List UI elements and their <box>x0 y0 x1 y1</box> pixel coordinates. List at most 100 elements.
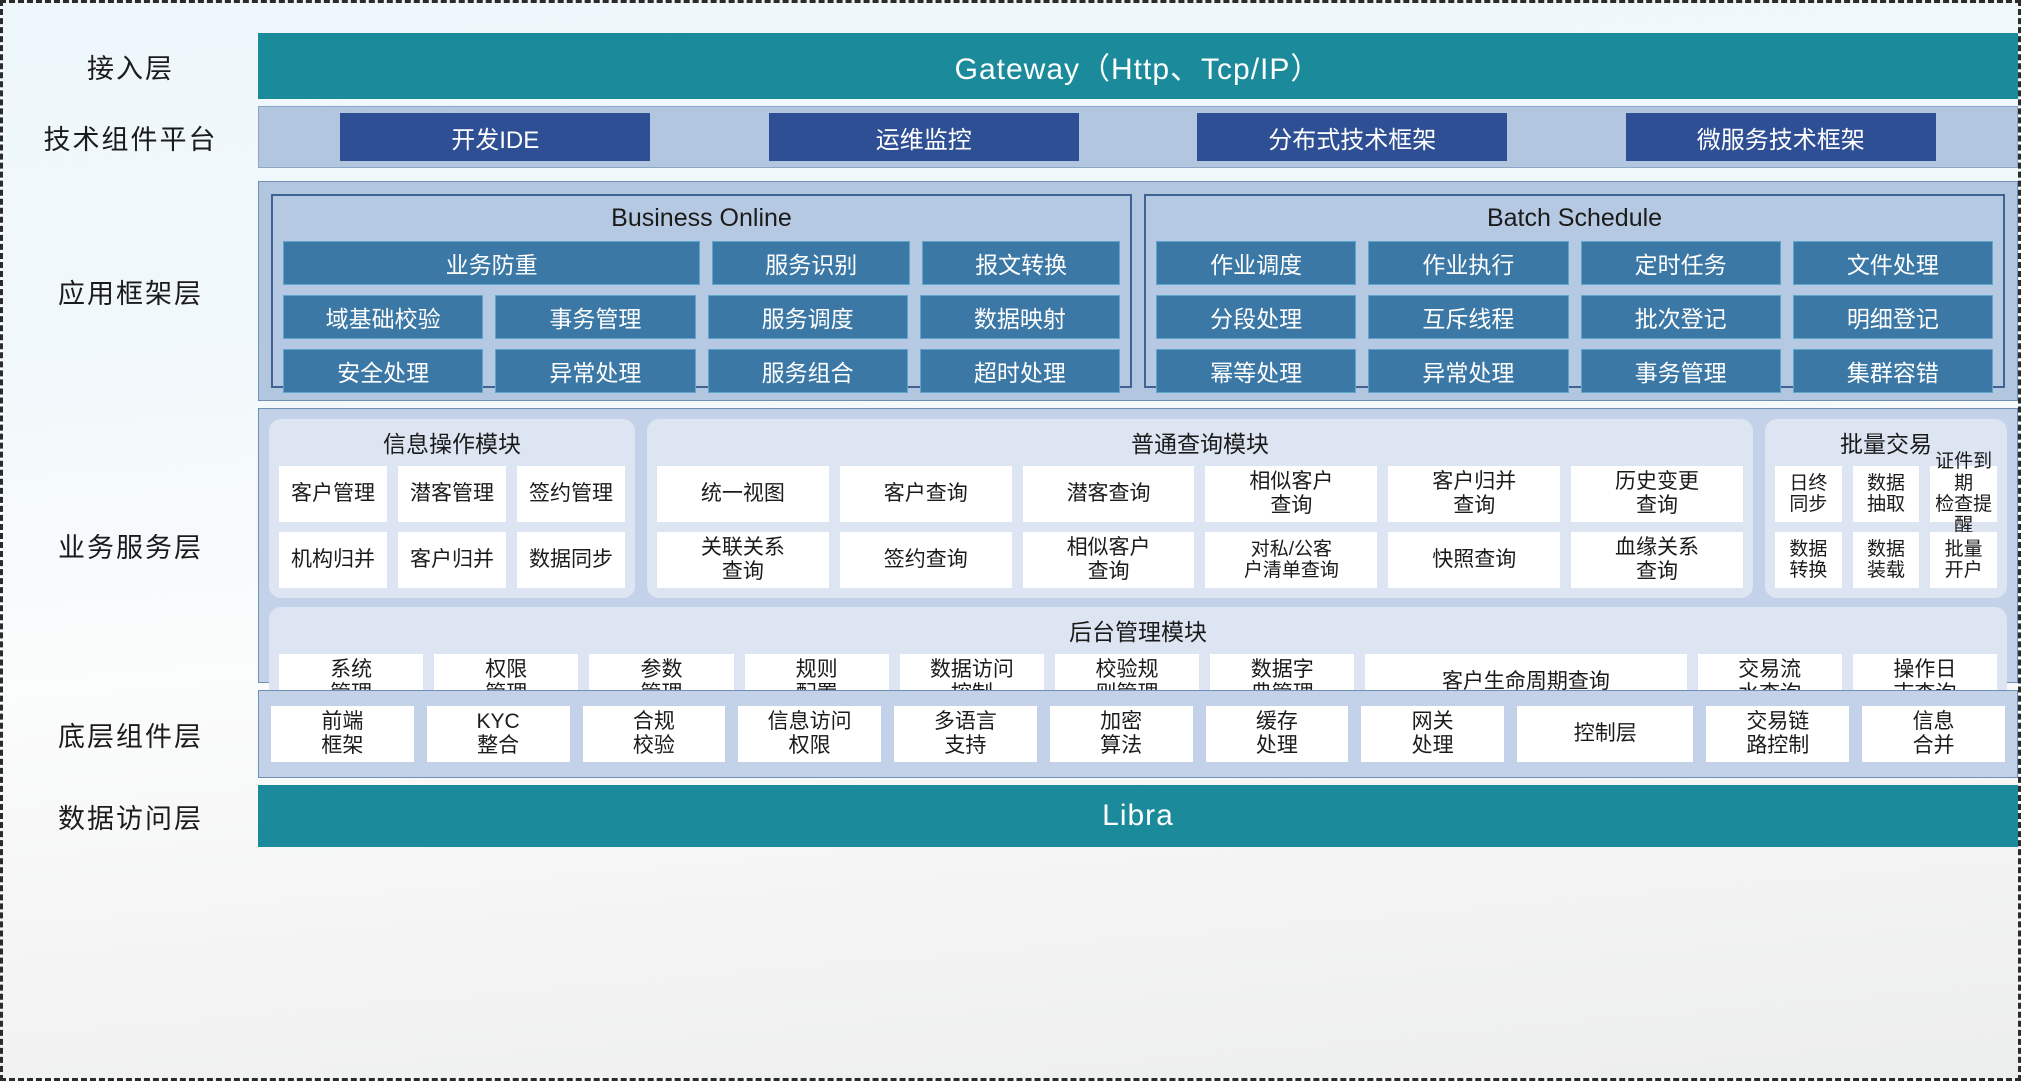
svc-box-cert-expiry-reminder[interactable]: 证件到期检查提醒 <box>1930 451 1998 536</box>
svc-box-prospect-mgmt[interactable]: 潜客管理 <box>398 466 506 522</box>
svc-grid-batch-transaction: 日终同步 数据抽取 证件到期检查提醒 数据转换 数据装载 批量开户 <box>1775 451 1998 588</box>
svc-box-lineage-query[interactable]: 血缘关系查询 <box>1571 532 1743 588</box>
layer-tech-platform: 技术组件平台 开发IDE 运维监控 分布式技术框架 微服务技术框架 <box>3 106 2018 168</box>
layer-label-business-service: 业务服务层 <box>58 533 203 563</box>
layer-access: 接入层 Gateway（Http、Tcp/IP） <box>3 33 2018 99</box>
svc-box-data-transform[interactable]: 数据转换 <box>1775 532 1842 588</box>
app-cell-service-compose[interactable]: 服务组合 <box>707 349 908 393</box>
app-framework-band: Business Online 业务防重 服务识别 报文转换 域基础校验 事务管… <box>258 181 2018 401</box>
svc-group-title-common-query: 普通查询模块 <box>1131 431 1269 457</box>
svc-box-batch-account-open[interactable]: 批量开户 <box>1930 532 1998 588</box>
svc-box-contract-query[interactable]: 签约查询 <box>839 532 1012 588</box>
svc-box-data-sync[interactable]: 数据同步 <box>517 532 625 588</box>
tech-chip-distributed-framework[interactable]: 分布式技术框架 <box>1197 113 1508 161</box>
app-cell-domain-validate[interactable]: 域基础校验 <box>283 295 484 339</box>
svc-box-prospect-query[interactable]: 潜客查询 <box>1022 466 1195 522</box>
comp-box-gateway-processing[interactable]: 网关处理 <box>1361 706 1504 762</box>
app-cell-mutex-thread[interactable]: 互斥线程 <box>1368 295 1569 339</box>
svc-box-similar-customer-query[interactable]: 相似客户查询 <box>1205 466 1378 522</box>
comp-box-info-merge[interactable]: 信息合并 <box>1862 706 2005 762</box>
business-service-band: 信息操作模块 客户管理 潜客管理 签约管理 机构归并 客户归并 数据同步 <box>258 408 2018 720</box>
app-row: 幂等处理 异常处理 事务管理 集群容错 <box>1156 349 1993 393</box>
tech-platform-band: 开发IDE 运维监控 分布式技术框架 微服务技术框架 <box>258 106 2018 168</box>
svc-box-customer-mgmt[interactable]: 客户管理 <box>279 466 387 522</box>
app-cell-service-identify[interactable]: 服务识别 <box>712 241 911 285</box>
comp-box-multilanguage-support[interactable]: 多语言支持 <box>894 706 1037 762</box>
tech-chip-ops-monitor[interactable]: 运维监控 <box>768 113 1079 161</box>
comp-box-control-layer[interactable]: 控制层 <box>1517 706 1694 762</box>
svc-line: 关联关系查询 签约查询 相似客户查询 对私/公客户清单查询 快照查询 血缘关系查… <box>657 532 1743 588</box>
svc-group-common-query: 普通查询模块 统一视图 客户查询 潜客查询 相似客户查询 客户归并查询 历史变更… <box>647 419 1753 598</box>
app-cell-message-transform[interactable]: 报文转换 <box>922 241 1120 285</box>
layer-label-tech-platform: 技术组件平台 <box>43 124 218 155</box>
app-cell-detail-register[interactable]: 明细登记 <box>1792 295 1993 339</box>
app-row: 作业调度 作业执行 定时任务 文件处理 <box>1156 241 1993 285</box>
svc-box-customer-merge[interactable]: 客户归并 <box>398 532 506 588</box>
svc-line: 统一视图 客户查询 潜客查询 相似客户查询 客户归并查询 历史变更查询 <box>657 466 1743 522</box>
app-row: 安全处理 异常处理 服务组合 超时处理 <box>283 349 1120 393</box>
app-cell-dedup[interactable]: 业务防重 <box>283 241 701 285</box>
app-cell-data-mapping[interactable]: 数据映射 <box>919 295 1120 339</box>
comp-box-compliance-check[interactable]: 合规校验 <box>582 706 726 762</box>
gateway-bar[interactable]: Gateway（Http、Tcp/IP） <box>258 33 2018 99</box>
app-cell-timed-task[interactable]: 定时任务 <box>1580 241 1781 285</box>
svc-box-history-change-query[interactable]: 历史变更查询 <box>1571 466 1743 522</box>
comp-box-cache-processing[interactable]: 缓存处理 <box>1205 706 1349 762</box>
svc-group-info-operation: 信息操作模块 客户管理 潜客管理 签约管理 机构归并 客户归并 数据同步 <box>269 419 635 598</box>
app-cell-file-process[interactable]: 文件处理 <box>1792 241 1993 285</box>
svc-box-contract-mgmt[interactable]: 签约管理 <box>517 466 625 522</box>
tech-chip-ide[interactable]: 开发IDE <box>340 113 651 161</box>
app-cell-transaction-mgmt[interactable]: 事务管理 <box>495 295 696 339</box>
app-cell-timeout[interactable]: 超时处理 <box>919 349 1120 393</box>
svc-box-unified-view[interactable]: 统一视图 <box>657 466 829 522</box>
layer-label-bottom-components: 底层组件层 <box>58 721 203 752</box>
svc-box-relation-query[interactable]: 关联关系查询 <box>657 532 829 588</box>
svc-grid-info-operation: 客户管理 潜客管理 签约管理 机构归并 客户归并 数据同步 <box>279 466 625 588</box>
svc-box-data-load[interactable]: 数据装载 <box>1852 532 1920 588</box>
app-cell-batch-register[interactable]: 批次登记 <box>1580 295 1781 339</box>
comp-box-info-access-permission[interactable]: 信息访问权限 <box>738 706 881 762</box>
svc-box-data-extract[interactable]: 数据抽取 <box>1852 466 1920 522</box>
svc-group-batch-transaction: 批量交易 日终同步 数据抽取 证件到期检查提醒 数据转换 数据装载 批量开户 <box>1765 419 2007 598</box>
app-row: 域基础校验 事务管理 服务调度 数据映射 <box>283 295 1120 339</box>
svc-group-title-info-operation: 信息操作模块 <box>383 431 521 457</box>
comp-box-encryption-algorithm[interactable]: 加密算法 <box>1049 706 1193 762</box>
layer-label-data-access: 数据访问层 <box>58 803 203 834</box>
app-group-batch-schedule: Batch Schedule 作业调度 作业执行 定时任务 文件处理 分段处理 … <box>1144 194 2005 393</box>
comp-box-frontend-framework[interactable]: 前端框架 <box>271 706 414 762</box>
app-cell-job-execute[interactable]: 作业执行 <box>1368 241 1569 285</box>
app-cell-job-schedule[interactable]: 作业调度 <box>1156 241 1357 285</box>
app-cell-batch-exception[interactable]: 异常处理 <box>1368 349 1569 393</box>
layer-app-framework: 应用框架层 Business Online 业务防重 服务识别 报文转换 域基础… <box>3 181 2018 401</box>
app-cell-exception[interactable]: 异常处理 <box>495 349 696 393</box>
svc-box-org-merge[interactable]: 机构归并 <box>279 532 387 588</box>
app-group-title-batch-schedule: Batch Schedule <box>1486 204 1663 232</box>
svc-group-admin: 后台管理模块 系统管理 权限管理 参数管理 规则配置 数据访问控制 校验规则管理… <box>269 607 2007 720</box>
app-row: 业务防重 服务识别 报文转换 <box>283 241 1120 285</box>
app-cell-idempotent[interactable]: 幂等处理 <box>1156 349 1357 393</box>
svc-box-eod-sync[interactable]: 日终同步 <box>1775 466 1842 522</box>
app-grid-business-online: 业务防重 服务识别 报文转换 域基础校验 事务管理 服务调度 数据映射 安全处理 <box>283 241 1120 393</box>
app-cell-cluster-tolerance[interactable]: 集群容错 <box>1792 349 1993 393</box>
svc-box-snapshot-query[interactable]: 快照查询 <box>1388 532 1561 588</box>
svc-box-similar-customer-query-2[interactable]: 相似客户查询 <box>1022 532 1195 588</box>
app-cell-segment-process[interactable]: 分段处理 <box>1156 295 1357 339</box>
app-cell-security[interactable]: 安全处理 <box>283 349 484 393</box>
svc-line: 数据转换 数据装载 批量开户 <box>1775 532 1998 588</box>
app-cell-service-dispatch[interactable]: 服务调度 <box>707 295 908 339</box>
layer-data-access: 数据访问层 Libra <box>3 785 2018 847</box>
svc-box-customer-merge-query[interactable]: 客户归并查询 <box>1388 466 1561 522</box>
comp-box-transaction-chain-control[interactable]: 交易链路控制 <box>1706 706 1850 762</box>
app-cell-batch-transaction[interactable]: 事务管理 <box>1580 349 1781 393</box>
svc-box-private-public-list-query[interactable]: 对私/公客户清单查询 <box>1205 532 1378 588</box>
libra-bar[interactable]: Libra <box>258 785 2018 847</box>
svc-grid-common-query: 统一视图 客户查询 潜客查询 相似客户查询 客户归并查询 历史变更查询 关联关系… <box>657 466 1743 588</box>
svc-box-customer-query[interactable]: 客户查询 <box>839 466 1012 522</box>
app-group-business-online: Business Online 业务防重 服务识别 报文转换 域基础校验 事务管… <box>271 194 1132 393</box>
layer-label-app-framework: 应用框架层 <box>58 278 203 309</box>
app-group-title-business-online: Business Online <box>611 204 792 232</box>
tech-chip-microservice-framework[interactable]: 微服务技术框架 <box>1625 113 1936 161</box>
